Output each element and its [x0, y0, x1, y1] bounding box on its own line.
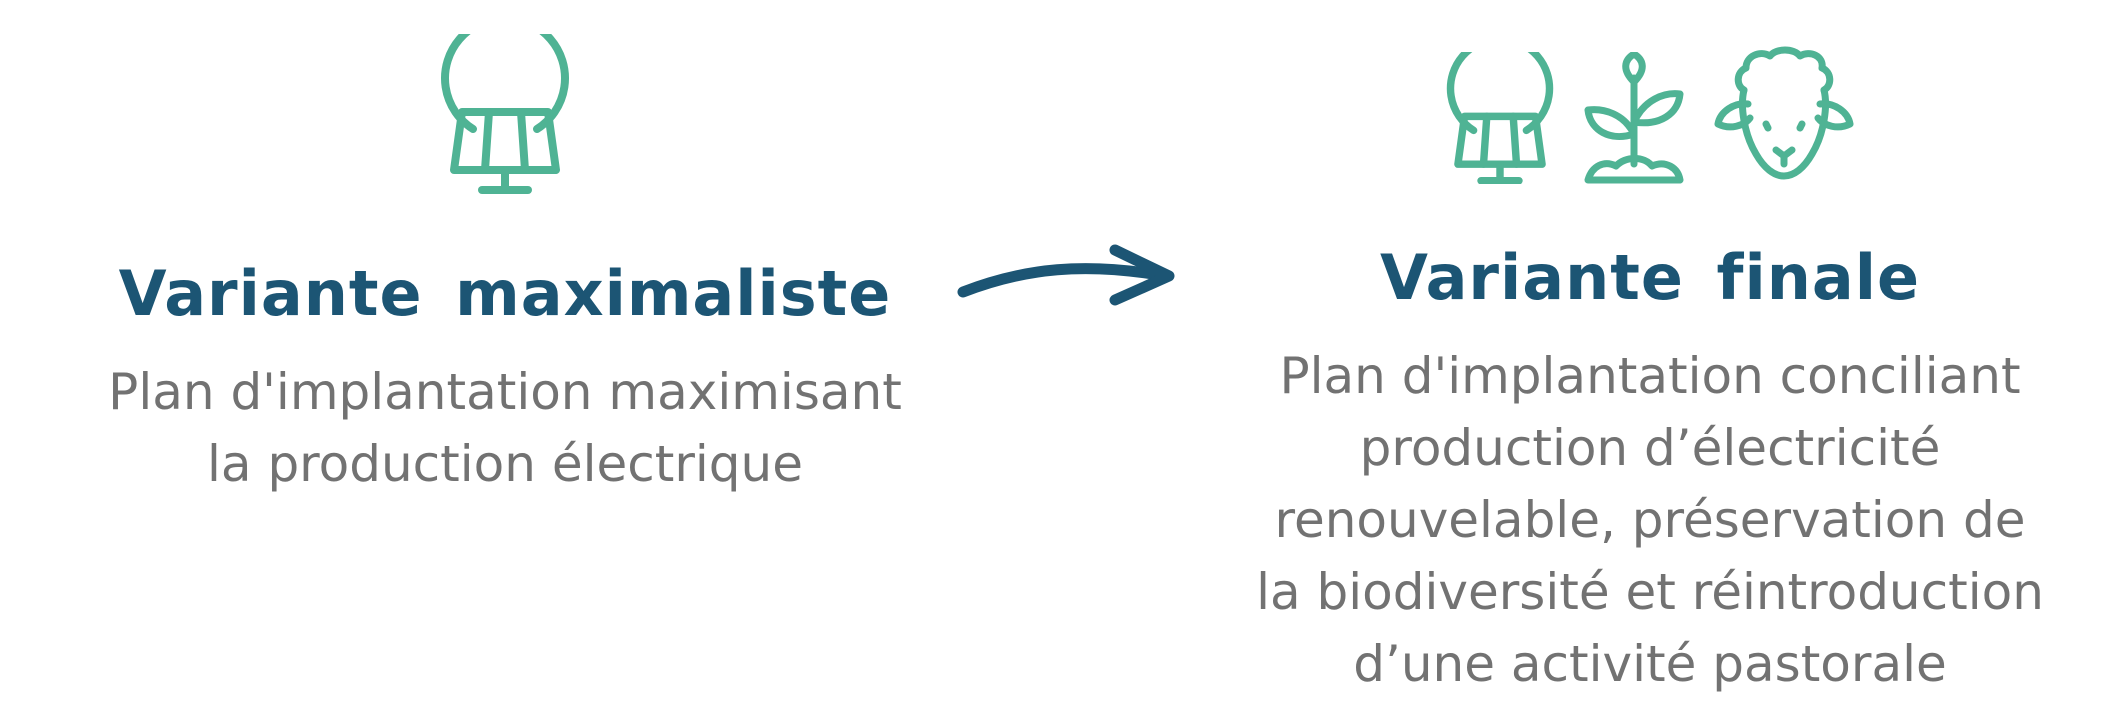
solar-panel-icon — [440, 34, 570, 194]
description-line: d’une activité pastorale — [1353, 635, 1947, 693]
arrow-right-icon — [955, 240, 1185, 314]
description-line: renouvelable, préservation de — [1274, 491, 2026, 549]
description-line: Plan d'implantation conciliant — [1279, 347, 2021, 405]
variant-final-title: Variante finale — [1379, 241, 1920, 314]
variant-maximalist-title: Variante maximaliste — [118, 257, 892, 330]
variant-maximalist-description: Plan d'implantation maximisant la produc… — [40, 356, 970, 500]
plant-icon — [1584, 52, 1684, 184]
variant-final-description: Plan d'implantation conciliant productio… — [1200, 340, 2100, 700]
sheep-icon — [1714, 46, 1854, 184]
left-icon-row — [40, 34, 970, 194]
description-line: Plan d'implantation maximisant — [108, 363, 902, 421]
solar-panel-icon — [1446, 52, 1554, 184]
description-line: la biodiversité et réintroduction — [1256, 563, 2044, 621]
description-line: la production électrique — [207, 435, 803, 493]
right-icon-row — [1200, 46, 2100, 184]
description-line: production d’électricité — [1359, 419, 1941, 477]
